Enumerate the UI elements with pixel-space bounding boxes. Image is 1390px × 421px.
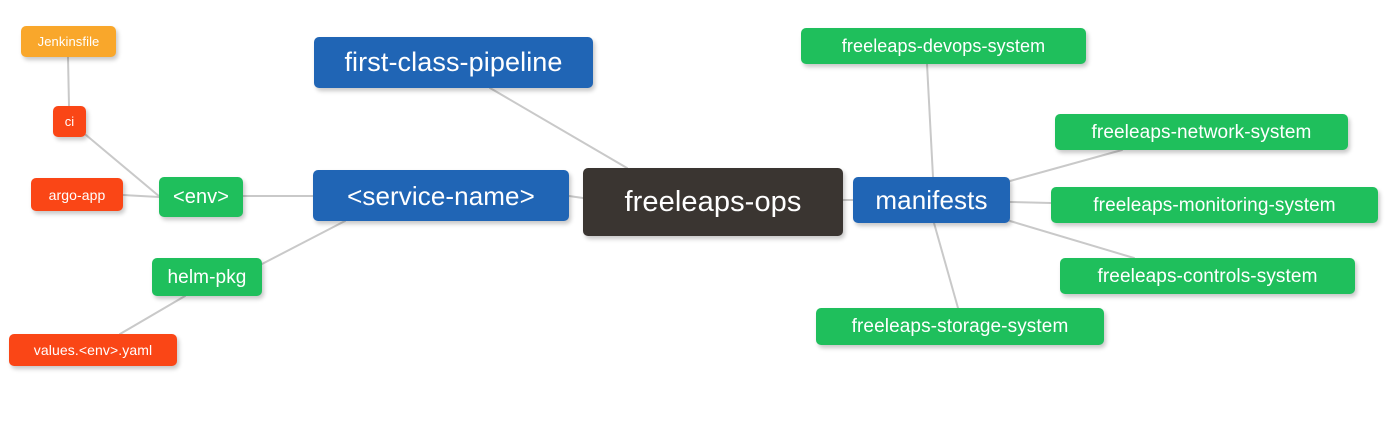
node-label-jenkinsfile: Jenkinsfile (37, 34, 100, 49)
node-label-first-class-pipeline: first-class-pipeline (344, 47, 563, 77)
edge-manifests-to-freeleaps-storage-system (933, 222, 959, 309)
node-freeleaps-controls-system[interactable]: freeleaps-controls-system (1060, 258, 1355, 294)
node-freeleaps-monitoring-system[interactable]: freeleaps-monitoring-system (1051, 187, 1378, 223)
node-freeleaps-ops[interactable]: freeleaps-ops (583, 168, 843, 236)
edge-manifests-to-freeleaps-controls-system (1009, 220, 1135, 259)
node-label-manifests: manifests (875, 185, 988, 215)
node-freeleaps-devops-system[interactable]: freeleaps-devops-system (801, 28, 1086, 64)
edge-argo-app-to-env (122, 194, 160, 198)
edge-first-class-pipeline-to-freeleaps-ops (489, 87, 628, 169)
node-label-service-name: <service-name> (347, 180, 535, 211)
node-service-name[interactable]: <service-name> (313, 170, 569, 221)
node-label-env: <env> (172, 186, 230, 208)
node-env[interactable]: <env> (159, 177, 243, 217)
node-argo-app[interactable]: argo-app (31, 178, 123, 211)
node-label-ci: ci (64, 114, 75, 129)
edge-manifests-to-freeleaps-network-system (1009, 149, 1123, 182)
node-freeleaps-storage-system[interactable]: freeleaps-storage-system (816, 308, 1104, 345)
node-label-argo-app: argo-app (48, 186, 106, 203)
node-manifests[interactable]: manifests (853, 177, 1010, 223)
node-label-helm-pkg: helm-pkg (167, 266, 247, 288)
edge-service-name-to-freeleaps-ops (568, 195, 584, 199)
node-label-freeleaps-devops-system: freeleaps-devops-system (841, 36, 1046, 56)
node-label-freeleaps-controls-system: freeleaps-controls-system (1097, 265, 1318, 287)
node-jenkinsfile[interactable]: Jenkinsfile (21, 26, 116, 57)
edge-helm-pkg-to-values-env-yaml (119, 295, 186, 335)
edge-service-name-to-helm-pkg (261, 220, 346, 265)
edge-manifests-to-freeleaps-devops-system (926, 63, 934, 178)
node-ci[interactable]: ci (53, 106, 86, 137)
edge-manifests-to-freeleaps-monitoring-system (1009, 201, 1052, 204)
edge-jenkinsfile-to-ci (67, 56, 70, 107)
node-label-values-env-yaml: values.<env>.yaml (33, 342, 153, 358)
node-label-freeleaps-storage-system: freeleaps-storage-system (851, 316, 1069, 337)
node-label-freeleaps-network-system: freeleaps-network-system (1091, 121, 1312, 143)
node-label-freeleaps-monitoring-system: freeleaps-monitoring-system (1093, 194, 1336, 216)
node-helm-pkg[interactable]: helm-pkg (152, 258, 262, 296)
node-freeleaps-network-system[interactable]: freeleaps-network-system (1055, 114, 1348, 150)
node-first-class-pipeline[interactable]: first-class-pipeline (314, 37, 593, 88)
node-label-freeleaps-ops: freeleaps-ops (624, 185, 802, 218)
node-values-env-yaml[interactable]: values.<env>.yaml (9, 334, 177, 366)
